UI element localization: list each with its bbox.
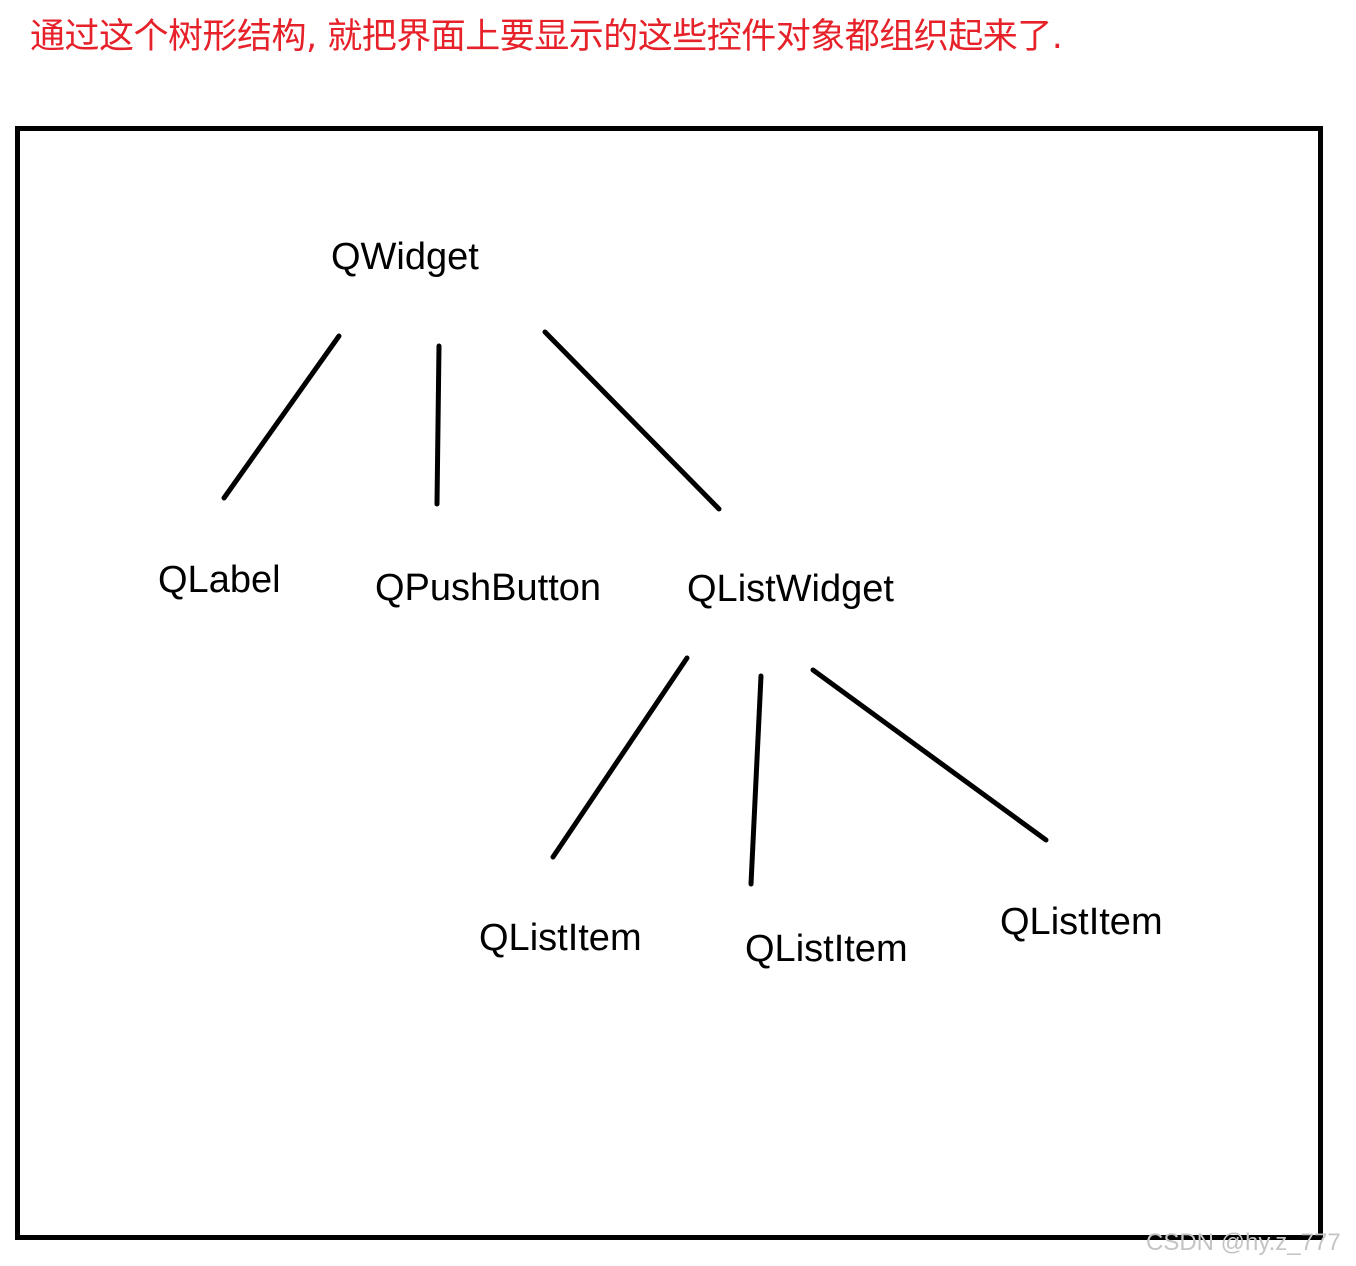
node-qlistitem-3: QListItem xyxy=(1000,901,1163,943)
edge-qwidget-qlistwidget xyxy=(542,329,722,512)
edge-qwidget-qpushbutton xyxy=(434,343,442,507)
node-qlistitem-2: QListItem xyxy=(745,928,908,970)
node-qlabel: QLabel xyxy=(158,559,281,601)
node-qlistwidget: QListWidget xyxy=(687,568,894,610)
watermark-text: CSDN @hy.z_777 xyxy=(1146,1229,1341,1256)
node-qpushbutton: QPushButton xyxy=(375,567,602,609)
diagram-frame xyxy=(15,126,1323,1240)
node-qlistitem-1: QListItem xyxy=(479,917,642,959)
edge-qlistwidget-qlistitem-3 xyxy=(810,667,1049,843)
edge-qlistwidget-qlistitem-2 xyxy=(748,673,764,887)
node-qwidget: QWidget xyxy=(331,236,479,278)
edge-qlistwidget-qlistitem-1 xyxy=(550,655,690,860)
caption-text: 通过这个树形结构, 就把界面上要显示的这些控件对象都组织起来了. xyxy=(30,17,1063,57)
edge-qwidget-qlabel xyxy=(221,333,342,501)
